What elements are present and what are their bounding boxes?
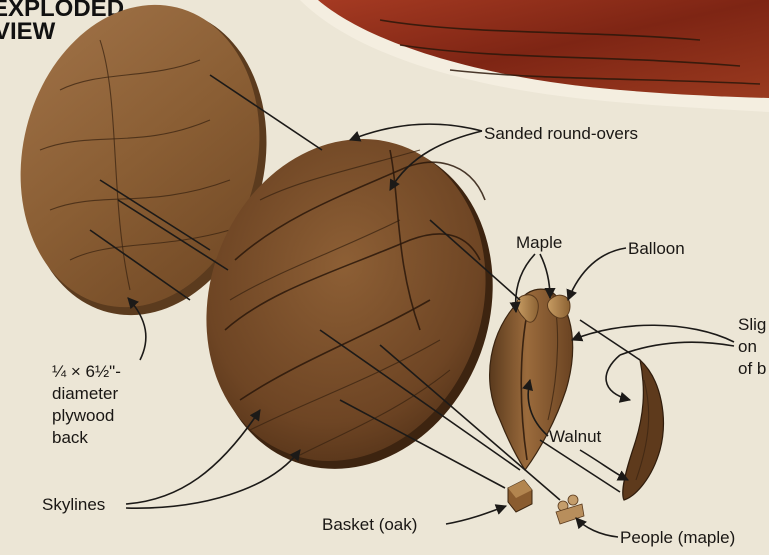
label-walnut: Walnut <box>549 427 602 446</box>
label-plywood-back-group: ¼ × 6½"- diameter plywood back <box>52 362 121 447</box>
arrow-slight-3 <box>606 355 630 400</box>
label-back-2: diameter <box>52 384 118 403</box>
arrow-sanded-1 <box>350 124 482 140</box>
arrow-basket <box>446 506 506 524</box>
label-maple: Maple <box>516 233 562 252</box>
basket-piece <box>508 480 532 512</box>
label-sanded-round-overs: Sanded round-overs <box>484 124 638 143</box>
label-slight-1: Slig <box>738 315 766 334</box>
arrow-skylines-1 <box>126 410 260 504</box>
label-basket: Basket (oak) <box>322 515 417 534</box>
label-balloon: Balloon <box>628 239 685 258</box>
label-skylines: Skylines <box>42 495 105 514</box>
label-back-1: ¼ × 6½"- <box>52 362 121 381</box>
label-slight-3: of b <box>738 359 766 378</box>
title-line-2: VIEW <box>0 18 56 45</box>
label-back-3: plywood <box>52 406 114 425</box>
arrow-balloon <box>568 248 626 300</box>
arrow-walnut-2 <box>580 450 628 480</box>
label-slight-2: on <box>738 337 757 356</box>
arrow-people <box>576 518 618 537</box>
label-people: People (maple) <box>620 528 735 547</box>
label-back-4: back <box>52 428 88 447</box>
label-slight-group: Slig on of b <box>738 315 766 378</box>
arrow-slight-2 <box>620 342 734 355</box>
frame-red-wood <box>300 0 769 112</box>
walnut-piece <box>623 360 664 500</box>
arrow-slight-1 <box>572 325 734 342</box>
